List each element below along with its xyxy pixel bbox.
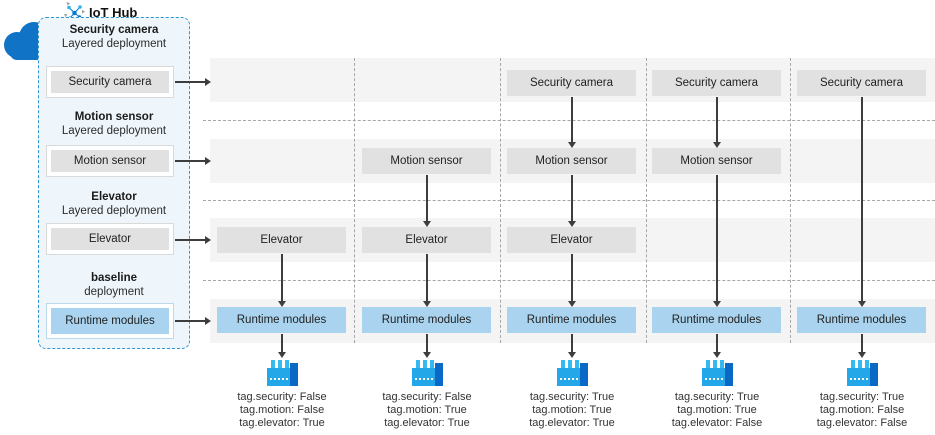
box-elevator-col-3: Elevator [507, 227, 636, 253]
box-runtime-modules-col-4: Runtime modules [652, 307, 781, 333]
arrow-down [571, 334, 573, 353]
sidebar-group-title: Motion sensor [74, 111, 154, 123]
sidebar-box-elevator: Elevator [46, 223, 174, 255]
arrow-down [426, 334, 428, 353]
sidebar-group-title: Elevator [91, 191, 137, 203]
tag-line: tag.security: False [237, 391, 327, 403]
sidebar-box-motion-sensor: Motion sensor [46, 145, 174, 177]
arrow-elevator-row [175, 239, 206, 241]
arrow-down [426, 254, 428, 302]
box-elevator-col-2: Elevator [362, 227, 491, 253]
sidebar-group-title: baseline [90, 272, 138, 284]
box-runtime-modules-col-2: Runtime modules [362, 307, 491, 333]
arrow-down [861, 334, 863, 353]
factory-icon [700, 359, 734, 392]
tag-line: tag.elevator: True [384, 417, 470, 429]
tag-line: tag.motion: False [239, 404, 325, 416]
device-tags-col-3: tag.security: True tag.motion: True tag.… [497, 391, 647, 430]
tag-line: tag.motion: True [677, 404, 757, 416]
arrow-down [571, 175, 573, 222]
arrow-down [426, 175, 428, 222]
arrow-down [281, 334, 283, 353]
arrow-down [281, 254, 283, 302]
tag-line: tag.elevator: False [671, 417, 763, 429]
box-motion-sensor-col-2: Motion sensor [362, 148, 491, 174]
sidebar-box-security-camera: Security camera [46, 66, 174, 98]
sidebar-group-subtitle: Layered deployment [61, 38, 167, 50]
box-runtime-modules-col-3: Runtime modules [507, 307, 636, 333]
tag-line: tag.elevator: True [239, 417, 325, 429]
sidebar-group-subtitle: deployment [84, 286, 144, 298]
iot-hub-icon [64, 2, 85, 28]
arrow-down [571, 97, 573, 143]
sidebar-box-label: Security camera [51, 71, 169, 93]
box-motion-sensor-col-3: Motion sensor [507, 148, 636, 174]
factory-icon [410, 359, 444, 392]
column-separator [354, 58, 355, 343]
sidebar-group-title: Security camera [69, 24, 159, 36]
iot-hub-label: IoT Hub [89, 5, 138, 20]
box-security-camera-col-5: Security camera [797, 70, 926, 96]
arrow-motion-sensor-row [175, 160, 206, 162]
tag-line: tag.security: True [819, 391, 905, 403]
factory-icon [265, 359, 299, 392]
tag-line: tag.motion: True [387, 404, 467, 416]
arrow-runtime-row [175, 320, 206, 322]
device-tags-col-4: tag.security: True tag.motion: True tag.… [642, 391, 792, 430]
arrow-down [716, 175, 718, 302]
arrow-down [861, 97, 863, 302]
tag-line: tag.security: True [529, 391, 615, 403]
sidebar-box-label: Elevator [51, 228, 169, 250]
row-separator [203, 200, 935, 201]
arrow-down [571, 254, 573, 302]
device-tags-col-5: tag.security: True tag.motion: False tag… [787, 391, 935, 430]
box-elevator-col-1: Elevator [217, 227, 346, 253]
factory-icon [555, 359, 589, 392]
row-separator [203, 120, 935, 121]
column-separator [646, 58, 647, 343]
device-tags-col-2: tag.security: False tag.motion: True tag… [352, 391, 502, 430]
sidebar-group-subtitle: Layered deployment [61, 205, 167, 217]
arrow-down [716, 334, 718, 353]
sidebar-box-label: Motion sensor [51, 150, 169, 172]
sidebar-box-label: Runtime modules [51, 308, 169, 334]
tag-line: tag.elevator: False [816, 417, 908, 429]
sidebar-group-subtitle: Layered deployment [61, 125, 167, 137]
arrow-down [716, 97, 718, 143]
arrow-security-camera-row [175, 81, 206, 83]
device-tags-col-1: tag.security: False tag.motion: False ta… [207, 391, 357, 430]
column-separator [790, 58, 791, 343]
tag-line: tag.elevator: True [529, 417, 615, 429]
row-separator [203, 280, 935, 281]
box-security-camera-col-3: Security camera [507, 70, 636, 96]
sidebar-box-runtime-modules: Runtime modules [46, 303, 174, 339]
tag-line: tag.security: False [382, 391, 472, 403]
box-security-camera-col-4: Security camera [652, 70, 781, 96]
factory-icon [845, 359, 879, 392]
tag-line: tag.security: True [674, 391, 760, 403]
box-runtime-modules-col-5: Runtime modules [797, 307, 926, 333]
column-separator [500, 58, 501, 343]
box-runtime-modules-col-1: Runtime modules [217, 307, 346, 333]
tag-line: tag.motion: True [532, 404, 612, 416]
box-motion-sensor-col-4: Motion sensor [652, 148, 781, 174]
tag-line: tag.motion: False [819, 404, 905, 416]
